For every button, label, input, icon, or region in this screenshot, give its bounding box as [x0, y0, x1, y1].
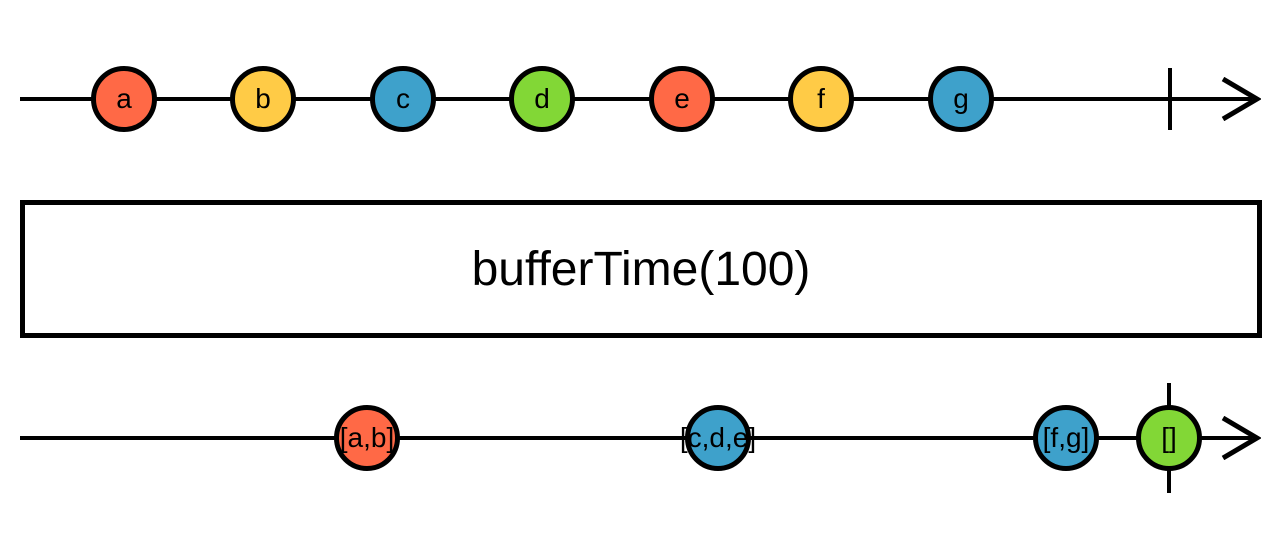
marble: [f,g]	[1033, 405, 1099, 471]
marble: []	[1136, 405, 1202, 471]
marble-label: a	[116, 83, 132, 114]
marble[interactable]: d	[509, 66, 575, 132]
marble[interactable]: e	[649, 66, 715, 132]
marble-label: b	[255, 83, 271, 114]
source-arrowhead-icon	[1221, 77, 1261, 121]
output-arrowhead-icon	[1221, 416, 1261, 460]
marble-label: [a,b]	[339, 422, 395, 453]
marble[interactable]: a	[91, 66, 157, 132]
marble-label: f	[817, 83, 825, 114]
marble[interactable]: b	[230, 66, 296, 132]
marble-label: g	[953, 83, 969, 114]
marble-label: [c,d,e]	[679, 422, 757, 453]
output-timeline-line	[20, 436, 1252, 440]
operator-label: bufferTime(100)	[471, 242, 811, 296]
marble-label: []	[1161, 422, 1177, 453]
marble-label: e	[674, 83, 690, 114]
marble[interactable]: c	[370, 66, 436, 132]
marble-label: c	[396, 83, 410, 114]
marble: [c,d,e]	[680, 405, 756, 471]
marble[interactable]: g	[928, 66, 994, 132]
marble: [a,b]	[334, 405, 400, 471]
marble-label: d	[534, 83, 550, 114]
operator-box: bufferTime(100)	[20, 200, 1262, 338]
source-timeline-line	[20, 97, 1252, 101]
marble[interactable]: f	[788, 66, 854, 132]
marble-label: [f,g]	[1042, 422, 1090, 453]
source-complete-tick[interactable]	[1168, 68, 1172, 130]
